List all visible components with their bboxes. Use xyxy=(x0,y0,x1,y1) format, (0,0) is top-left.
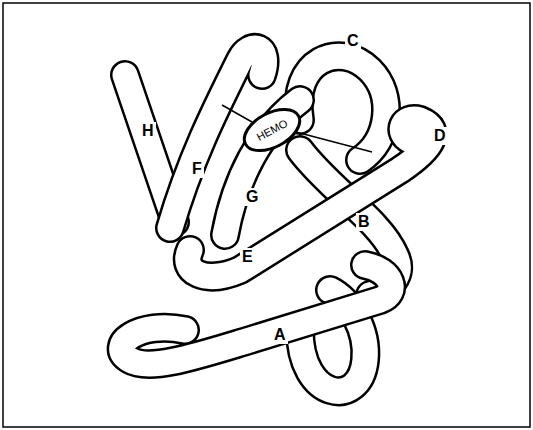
helix-label: D xyxy=(432,127,448,145)
helix-label: C xyxy=(345,32,361,50)
helix-label: B xyxy=(356,213,372,231)
leader-line xyxy=(222,105,252,122)
frame xyxy=(3,3,530,427)
helix-label: A xyxy=(272,326,288,344)
leader-line xyxy=(296,132,372,152)
helix-label: F xyxy=(190,160,204,178)
helix-label: E xyxy=(240,248,255,266)
helix-label: H xyxy=(140,122,156,140)
helix-tubes xyxy=(122,48,433,391)
helix-label: G xyxy=(244,188,260,206)
